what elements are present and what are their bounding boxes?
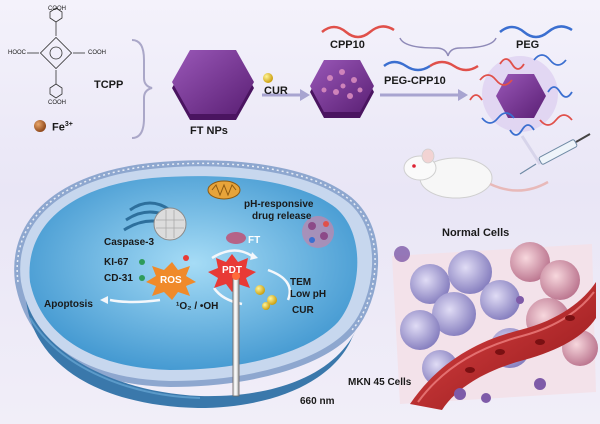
tcpp-molecule-icon	[27, 7, 85, 99]
cur-ball-cell-3	[262, 302, 270, 310]
hooc-label: HOOC	[8, 50, 26, 56]
coated-nanoparticle-icon	[469, 54, 573, 136]
cpp10-strand-icon	[321, 25, 395, 39]
mkn-cells-label: MKN 45 Cells	[348, 377, 412, 388]
mouse-icon	[403, 148, 549, 199]
ft-nanoparticle-icon	[172, 50, 254, 120]
peg-cpp10-peg-part	[383, 60, 431, 72]
cooh-right-label: COOH	[88, 50, 106, 56]
pdt-burst-icon	[208, 254, 256, 292]
radical-label: ¹O₂ / •OH	[176, 301, 219, 312]
cur-ball-cell-2	[267, 295, 277, 305]
caspase-dot	[183, 255, 189, 261]
fe-ion-icon	[34, 120, 46, 132]
tcpp-label: TCPP	[94, 79, 124, 91]
ki67-label: KI-67	[104, 257, 129, 268]
cpp10-label: CPP10	[330, 39, 365, 51]
optical-fiber-icon	[232, 272, 240, 397]
ph-label-line1: pH-responsive	[244, 199, 314, 210]
cur-ball-cell-1	[255, 285, 265, 295]
cur-ball-icon	[263, 73, 273, 83]
cur-loaded-nanoparticle-icon	[310, 60, 374, 118]
ph-label-line2: drug release	[252, 211, 312, 222]
cur-cell-label: CUR	[292, 305, 314, 316]
cd31-label: CD-31	[104, 273, 133, 284]
ros-burst-icon	[146, 262, 196, 300]
conjugation-brace	[399, 37, 497, 57]
cur-top-label: CUR	[264, 85, 288, 97]
syringe-icon	[519, 133, 591, 175]
lowph-label: Low pH	[290, 289, 327, 300]
wavelength-label: 660 nm	[300, 396, 335, 407]
ros-label: ROS	[160, 275, 182, 286]
tumor-cell-illustration	[14, 160, 379, 408]
peg-cpp10-cpp-part	[429, 60, 479, 72]
nucleus-icon	[153, 207, 187, 241]
tem-label: TEM	[290, 277, 312, 288]
group-brace	[131, 39, 153, 139]
mitochondrion-icon	[207, 180, 241, 200]
vesicle-icon	[226, 232, 246, 244]
nanoparticle-cluster-icon	[302, 216, 334, 248]
pegcpp10-label: PEG-CPP10	[384, 75, 446, 87]
arrow-down	[520, 135, 542, 165]
fe-charge: 3+	[64, 121, 73, 128]
cd31-dot	[139, 275, 145, 281]
cycle-arrows	[109, 249, 291, 306]
caspase-label: Caspase-3	[104, 237, 155, 248]
blood-vessel-icon	[410, 282, 596, 410]
ft-label: FT	[248, 235, 261, 246]
tissue-nanoparticles	[394, 246, 546, 403]
cooh-bottom-label: COOH	[48, 100, 66, 106]
peg-strand-icon	[499, 25, 573, 39]
peg-label: PEG	[516, 39, 540, 51]
fe-label: Fe3+	[52, 121, 73, 134]
apoptosis-label: Apoptosis	[44, 299, 93, 310]
cooh-top-label: COOH	[48, 6, 66, 12]
pdt-label: PDT	[222, 265, 242, 276]
normal-cells-label: Normal Cells	[442, 227, 510, 239]
ki67-dot	[139, 259, 145, 265]
ftnps-label: FT NPs	[190, 125, 228, 137]
